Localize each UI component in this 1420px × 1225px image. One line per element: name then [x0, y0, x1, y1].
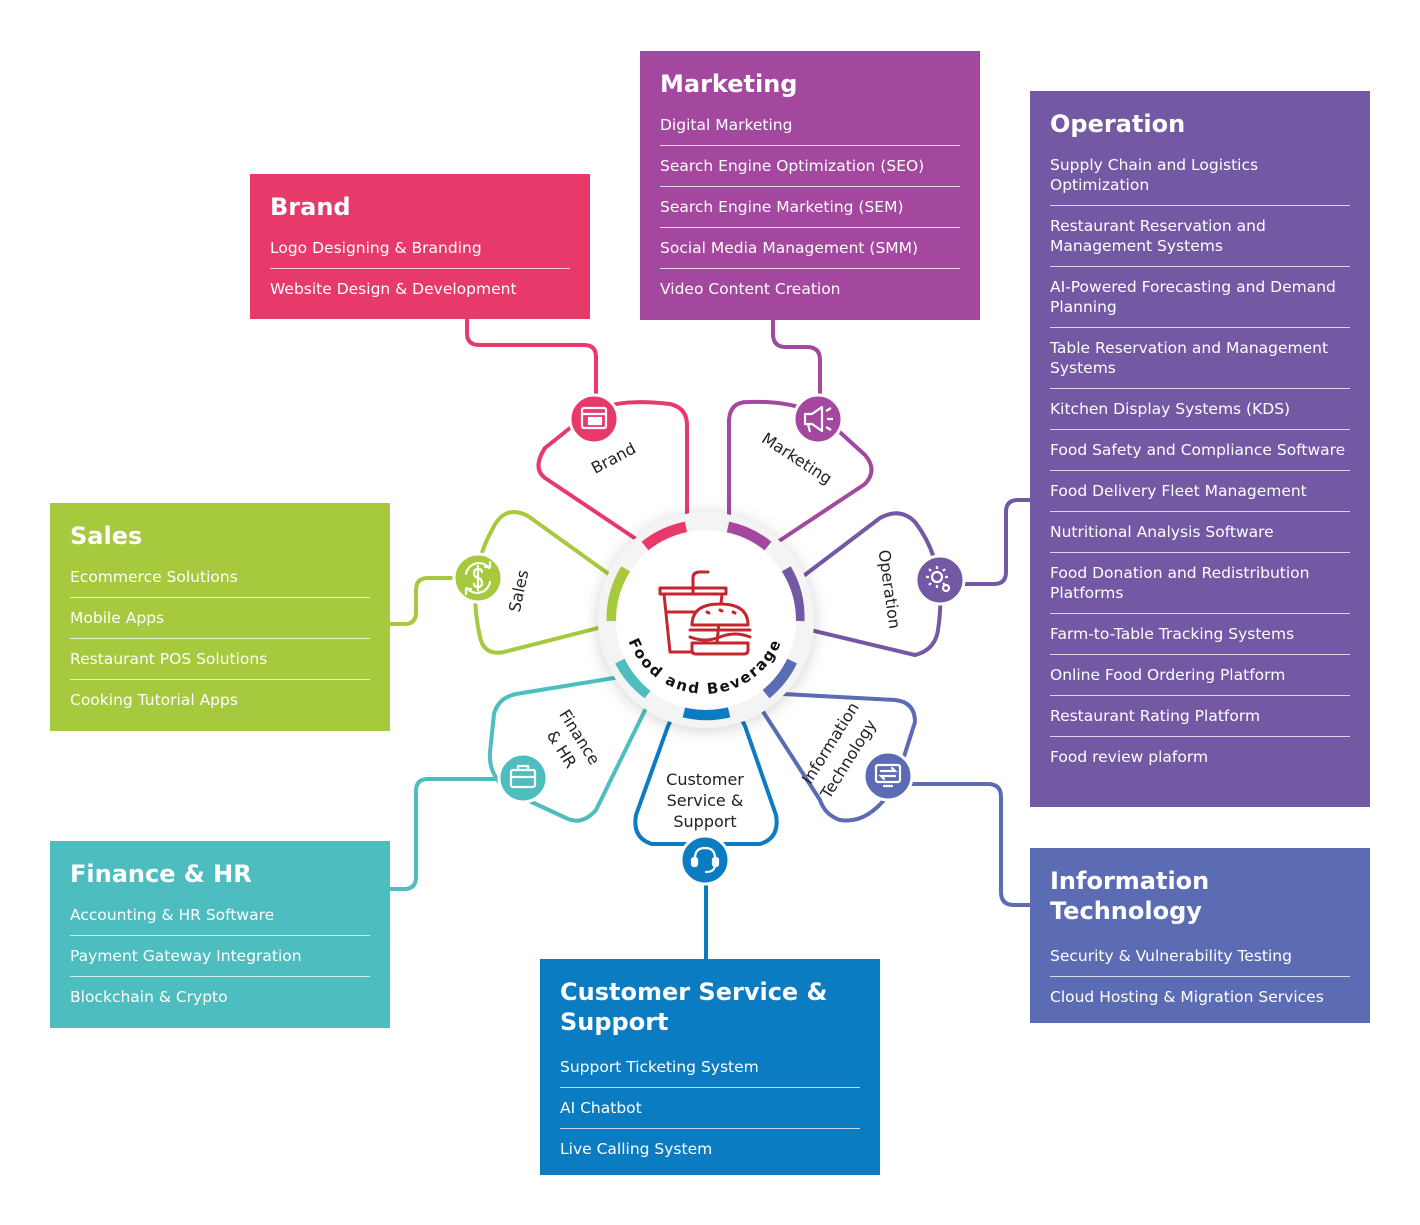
list-item: Supply Chain and Logistics Optimization: [1050, 145, 1350, 206]
marketing-title: Marketing: [660, 70, 798, 98]
sales-list: Ecommerce Solutions Mobile Apps Restaura…: [70, 557, 370, 720]
brand-list: Logo Designing & Branding Website Design…: [270, 228, 570, 309]
megaphone-icon: [803, 405, 833, 433]
marketing-connector: [771, 318, 822, 400]
hub-ring-customer-service: [682, 706, 731, 721]
fast-food-icon: [658, 570, 752, 656]
list-item: Video Content Creation: [660, 280, 841, 298]
brand-title: Brand: [270, 193, 351, 221]
operation-list: Supply Chain and Logistics Optimization …: [1050, 145, 1350, 777]
hub-ring-operation: [781, 566, 805, 622]
operation-card: Operation Supply Chain and Logistics Opt…: [1030, 91, 1370, 807]
customer-service-icon-badge: [679, 834, 731, 886]
marketing-list: Digital Marketing Search Engine Optimiza…: [660, 105, 960, 309]
it-icon-badge: [862, 750, 914, 802]
customer-service-card: Customer Service & Support Support Ticke…: [540, 959, 880, 1175]
finance-card: Finance & HR Accounting & HR Software Pa…: [50, 841, 390, 1028]
sales-card: Sales Ecommerce Solutions Mobile Apps Re…: [50, 503, 390, 731]
marketing-icon-badge: [792, 393, 844, 445]
dollar-cycle-icon: [464, 560, 492, 596]
list-item: Cloud Hosting & Migration Services: [1050, 988, 1324, 1006]
gear-icon: [926, 566, 951, 593]
list-item: Nutritional Analysis Software: [1050, 512, 1350, 553]
browser-window-icon: [580, 406, 608, 430]
list-item: Cooking Tutorial Apps: [70, 691, 238, 709]
information-technology-list: Security & Vulnerability Testing Cloud H…: [1050, 936, 1350, 1017]
list-item: Table Reservation and Management Systems: [1050, 328, 1350, 389]
list-item: Security & Vulnerability Testing: [1050, 936, 1350, 977]
hub-ring-it: [762, 658, 797, 699]
brand-icon-badge: [568, 393, 620, 445]
finance-icon-badge: [497, 752, 549, 804]
monitor-icon: [874, 763, 902, 788]
list-item: Kitchen Display Systems (KDS): [1050, 389, 1350, 430]
list-item: Website Design & Development: [270, 280, 517, 298]
operation-icon-badge: [914, 554, 966, 606]
list-item: Support Ticketing System: [560, 1047, 860, 1088]
center-hub: Food and Beverage: [598, 512, 814, 728]
list-item: Restaurant POS Solutions: [70, 639, 370, 680]
finance-connector: [388, 777, 502, 891]
list-item: Online Food Ordering Platform: [1050, 655, 1350, 696]
headset-icon: [690, 846, 720, 874]
list-item: Digital Marketing: [660, 105, 960, 146]
information-technology-title: Information Technology: [1050, 867, 1210, 925]
petal-brand: [536, 400, 689, 547]
list-item: Live Calling System: [560, 1140, 713, 1158]
information-technology-card: Information Technology Security & Vulner…: [1030, 848, 1370, 1023]
list-item: Food Delivery Fleet Management: [1050, 471, 1350, 512]
hub-ring-sales: [606, 566, 631, 622]
list-item: Food Donation and Redistribution Platfor…: [1050, 553, 1350, 614]
list-item: Logo Designing & Branding: [270, 228, 570, 269]
customer-service-list: Support Ticketing System AI Chatbot Live…: [560, 1047, 860, 1169]
list-item: Accounting & HR Software: [70, 895, 370, 936]
list-item: Restaurant Reservation and Management Sy…: [1050, 206, 1350, 267]
list-item: Ecommerce Solutions: [70, 557, 370, 598]
list-item: Payment Gateway Integration: [70, 936, 370, 977]
customer-service-title: Customer Service & Support: [560, 978, 828, 1036]
it-connector: [908, 782, 1032, 907]
hub-ring-marketing: [726, 521, 772, 551]
list-item: Mobile Apps: [70, 598, 370, 639]
sales-title: Sales: [70, 522, 143, 550]
operation-connector: [960, 498, 1032, 586]
briefcase-icon: [509, 764, 537, 789]
list-item: AI Chatbot: [560, 1088, 860, 1129]
sales-icon-badge: [452, 552, 504, 604]
petal-label-cs-line2: Service &: [667, 791, 744, 810]
list-item: Search Engine Optimization (SEO): [660, 146, 960, 187]
list-item: Social Media Management (SMM): [660, 228, 960, 269]
hub-ring-brand: [641, 521, 688, 551]
finance-title: Finance & HR: [70, 860, 252, 888]
marketing-card: Marketing Digital Marketing Search Engin…: [640, 51, 980, 320]
hub-ring-finance: [615, 658, 652, 699]
sales-connector: [388, 576, 458, 626]
petal-label-cs-line3: Support: [673, 812, 736, 831]
brand-connector: [465, 318, 598, 400]
list-item: AI-Powered Forecasting and Demand Planni…: [1050, 267, 1350, 328]
list-item: Farm-to-Table Tracking Systems: [1050, 614, 1350, 655]
petal-label-cs-line1: Customer: [666, 770, 744, 789]
list-item: Restaurant Rating Platform: [1050, 696, 1350, 737]
finance-list: Accounting & HR Software Payment Gateway…: [70, 895, 370, 1017]
brand-card: Brand Logo Designing & Branding Website …: [250, 174, 590, 319]
list-item: Search Engine Marketing (SEM): [660, 187, 960, 228]
list-item: Food review plaform: [1050, 748, 1209, 766]
list-item: Food Safety and Compliance Software: [1050, 430, 1350, 471]
list-item: Blockchain & Crypto: [70, 988, 228, 1006]
operation-title: Operation: [1050, 110, 1186, 138]
